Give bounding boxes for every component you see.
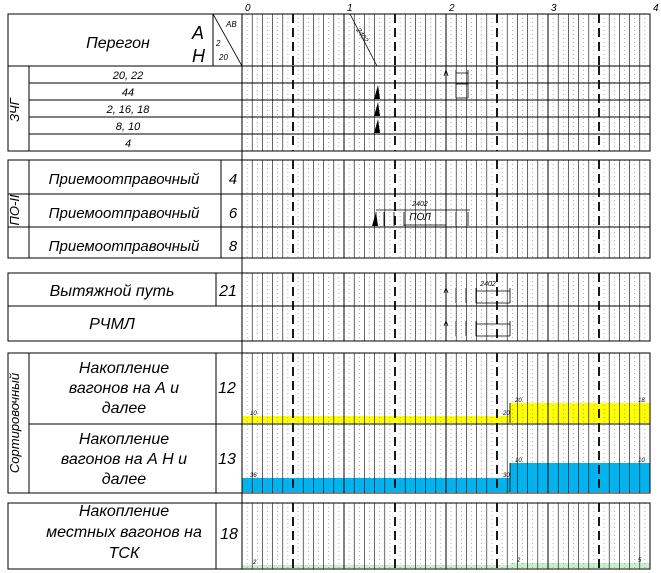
local-row-line-0: Накопление bbox=[79, 503, 169, 520]
po-op-code: 2402 bbox=[411, 201, 428, 208]
po-row-num-0: 4 bbox=[229, 171, 237, 188]
sort-row-line-0-2: далее bbox=[102, 400, 146, 417]
local-next-val: 2 bbox=[516, 558, 521, 564]
sort-row-line-1-0: Накопление bbox=[79, 431, 169, 448]
po-operation-bracket bbox=[375, 209, 470, 226]
vyt-operation-bracket bbox=[443, 287, 511, 304]
train-diagonal bbox=[349, 13, 378, 67]
po-row-num-1: 6 bbox=[229, 205, 238, 222]
local-start-val: 2 bbox=[252, 560, 257, 566]
time-grid bbox=[241, 14, 651, 569]
local-row-line-2: ТСК bbox=[109, 545, 141, 562]
header-diagonal bbox=[212, 13, 243, 67]
vyt-op-code: 2402 bbox=[479, 281, 496, 288]
frame-po bbox=[7, 159, 651, 259]
header-letter-n: Н bbox=[192, 46, 206, 66]
sort-row-line-0-1: вагонов на А и bbox=[69, 380, 179, 397]
operation-marks bbox=[372, 69, 511, 492]
po-row-num-2: 8 bbox=[229, 238, 238, 255]
train-diag-label: 2402 bbox=[354, 26, 369, 44]
sort-jump-val-0: 20 bbox=[502, 411, 510, 417]
po-row-name-1: Приемоотправочный bbox=[49, 205, 200, 222]
bar-row12-low bbox=[242, 416, 510, 423]
sort-row-line-0-0: Накопление bbox=[79, 360, 169, 377]
zchg-op-bracket bbox=[443, 69, 469, 99]
arrival-mark bbox=[374, 102, 380, 116]
bar-row18-low bbox=[242, 565, 510, 568]
sort-jump-val-1: 30 bbox=[503, 473, 510, 479]
local-row-num: 18 bbox=[220, 526, 238, 543]
header-small-bottom: 20 bbox=[218, 53, 228, 62]
header-title: Перегон bbox=[86, 35, 150, 52]
sort-row-line-1-2: далее bbox=[102, 471, 146, 488]
sort-next-val-0: 20 bbox=[514, 398, 522, 404]
frame-local bbox=[7, 502, 651, 570]
sort-start-val-1: 36 bbox=[250, 473, 257, 479]
zchg-track-2: 2, 16, 18 bbox=[106, 104, 151, 116]
frame-vyt bbox=[7, 272, 651, 342]
po-op-text: ПОЛ bbox=[409, 212, 431, 223]
sort-side-label: Сортировочный bbox=[7, 373, 22, 473]
arrival-mark bbox=[374, 85, 380, 99]
vyt-row-name-1: РЧМЛ bbox=[89, 316, 135, 333]
zchg-track-0: 20, 22 bbox=[112, 70, 144, 82]
axis-tick-label: 1 bbox=[347, 3, 353, 14]
sort-next-val-1: 10 bbox=[515, 458, 522, 464]
sort-end-val-0: 18 bbox=[638, 398, 645, 404]
local-end-val: 5 bbox=[638, 558, 642, 564]
header-small-top: АВ bbox=[225, 20, 237, 29]
header-small-left: 2 bbox=[215, 39, 221, 48]
bar-row12-high bbox=[510, 403, 650, 423]
axis-tick-label: 2 bbox=[448, 3, 455, 14]
sort-end-val-1: 10 bbox=[638, 458, 645, 464]
zchg-side-label: ЗЧГ bbox=[7, 97, 22, 121]
section-frames bbox=[7, 13, 651, 570]
arrival-mark bbox=[374, 119, 380, 133]
sort-row-num-1: 13 bbox=[218, 451, 236, 468]
axis-tick-label: 0 bbox=[245, 3, 251, 14]
local-row-line-1: местных вагонов на bbox=[46, 524, 202, 541]
rchml-operation-bracket bbox=[443, 320, 511, 337]
axis-tick-label: 4 bbox=[653, 3, 659, 14]
bar-row13-high bbox=[510, 463, 650, 492]
vyt-row-num-0: 21 bbox=[218, 283, 237, 300]
zchg-track-4: 4 bbox=[125, 138, 131, 150]
po-row-name-2: Приемоотправочный bbox=[49, 238, 200, 255]
sort-row-num-0: 12 bbox=[218, 380, 236, 397]
axis-tick-label: 3 bbox=[551, 3, 557, 14]
po-row-name-0: Приемоотправочный bbox=[49, 171, 200, 188]
header-letter-a: А bbox=[191, 23, 204, 43]
sort-row-line-1-1: вагонов на А Н и bbox=[61, 451, 187, 468]
sort-start-val-0: 10 bbox=[250, 411, 257, 417]
zchg-track-3: 8, 10 bbox=[116, 121, 141, 133]
po-arrival-mark bbox=[372, 212, 378, 226]
frame-sort bbox=[7, 352, 651, 494]
bar-row13-low bbox=[242, 478, 510, 492]
po-side-label: ПО-II bbox=[7, 194, 22, 225]
bar-row18-high bbox=[510, 563, 650, 568]
zchg-track-1: 44 bbox=[122, 87, 134, 99]
vyt-row-name-0: Вытяжной путь bbox=[50, 283, 175, 300]
occupancy-bars bbox=[242, 403, 650, 568]
